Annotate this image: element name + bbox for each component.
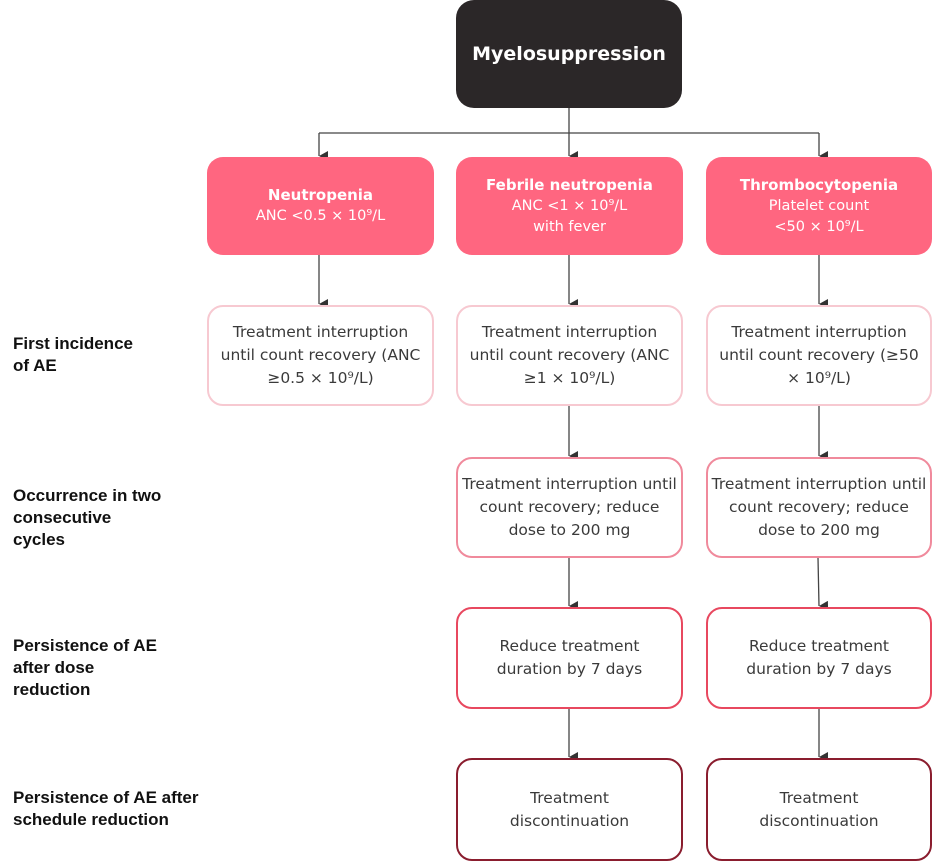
step-first-incidence-febrile: Treatment interruption until count recov… bbox=[456, 305, 683, 406]
step-first-incidence-thrombo: Treatment interruption until count recov… bbox=[706, 305, 932, 406]
category-criterion: ANC <1 × 10⁹/L with fever bbox=[511, 197, 628, 235]
connector-c3-s3 bbox=[817, 557, 829, 611]
category-title: Thrombocytopenia bbox=[739, 175, 899, 194]
step-text: Treatment discontinuation bbox=[509, 788, 630, 830]
step-text: Reduce treatment duration by 7 days bbox=[496, 637, 643, 678]
category-title: Febrile neutropenia bbox=[486, 175, 653, 194]
step-text: Treatment discontinuation bbox=[759, 788, 879, 830]
step-discontinuation-febrile: Treatment discontinuation bbox=[456, 758, 683, 861]
row-label-two-consecutive-cycles: Occurrence in two consecutive cycles bbox=[13, 486, 162, 549]
step-dose-reduction-febrile: Reduce treatment duration by 7 days bbox=[456, 607, 683, 709]
step-text: Treatment interruption until count recov… bbox=[220, 323, 421, 387]
step-text: Reduce treatment duration by 7 days bbox=[746, 637, 892, 678]
step-consecutive-thrombo: Treatment interruption until count recov… bbox=[706, 457, 932, 558]
category-febrile-neutropenia: Febrile neutropenia ANC <1 × 10⁹/L with … bbox=[456, 157, 683, 255]
step-dose-reduction-thrombo: Reduce treatment duration by 7 days bbox=[706, 607, 932, 709]
step-discontinuation-thrombo: Treatment discontinuation bbox=[706, 758, 932, 861]
row-label-after-schedule-reduction: Persistence of AE after schedule reducti… bbox=[13, 788, 199, 829]
step-text: Treatment interruption until count recov… bbox=[719, 323, 919, 387]
step-text: Treatment interruption until count recov… bbox=[469, 323, 670, 387]
step-first-incidence-neutropenia: Treatment interruption until count recov… bbox=[207, 305, 434, 406]
row-label-first-incidence: First incidence of AE bbox=[13, 334, 133, 375]
row-label-after-dose-reduction: Persistence of AE after dose reduction bbox=[13, 636, 157, 699]
category-neutropenia: Neutropenia ANC <0.5 × 10⁹/L bbox=[207, 157, 434, 255]
root-node-myelosuppression: Myelosuppression bbox=[456, 0, 682, 108]
root-label: Myelosuppression bbox=[472, 43, 666, 65]
category-criterion: Platelet count <50 × 10⁹/L bbox=[768, 197, 870, 235]
category-criterion: ANC <0.5 × 10⁹/L bbox=[255, 208, 386, 224]
step-consecutive-febrile: Treatment interruption until count recov… bbox=[456, 457, 683, 558]
step-text: Treatment interruption until count recov… bbox=[462, 475, 677, 539]
category-title: Neutropenia bbox=[267, 186, 374, 204]
step-text: Treatment interruption until count recov… bbox=[711, 475, 927, 539]
category-thrombocytopenia: Thrombocytopenia Platelet count <50 × 10… bbox=[706, 157, 932, 255]
